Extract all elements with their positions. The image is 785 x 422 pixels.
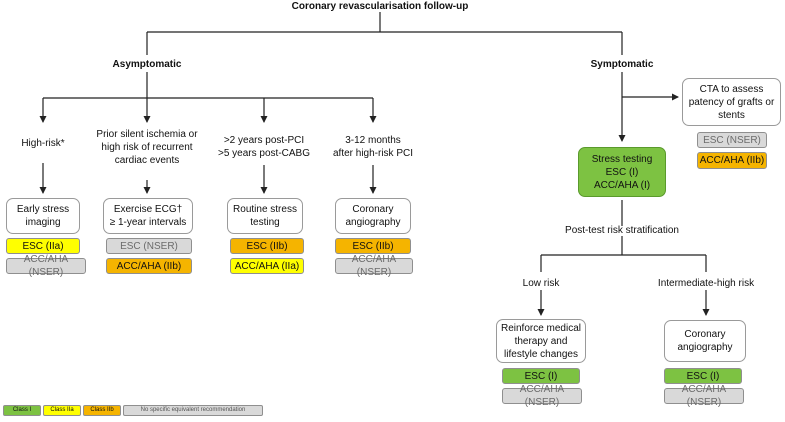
stress-testing-box: Stress testing ESC (I) ACC/AHA (I) — [578, 147, 666, 197]
esc-iib-badge: ESC (IIb) — [335, 238, 411, 254]
acc-aha-nser-badge: ACC/AHA (NSER) — [6, 254, 86, 278]
reinforce-medical-therapy-box: Reinforce medical therapy and lifestyle … — [496, 319, 586, 363]
acc-aha-nser-badge: ACC/AHA (NSER) — [335, 254, 413, 278]
condition-post-pci-cabg: >2 years post-PCI >5 years post-CABG — [218, 135, 310, 159]
early-stress-imaging-box: Early stress imaging — [6, 198, 80, 234]
acc-aha-iib-badge: ACC/AHA (IIb) — [106, 258, 192, 274]
coronary-angiography-box-asym: Coronary angiography — [335, 198, 411, 234]
symptomatic-heading: Symptomatic — [590, 59, 654, 70]
acc-aha-iib-badge: ACC/AHA (IIb) — [697, 152, 767, 169]
legend-no-equivalent: No specific equivalent recommendation — [123, 405, 263, 416]
acc-aha-nser-badge: ACC/AHA (NSER) — [664, 384, 744, 408]
post-test-risk-stratification: Post-test risk stratification — [565, 225, 679, 236]
exercise-ecg-box: Exercise ECG† ≥ 1-year intervals — [103, 198, 193, 234]
routine-stress-testing-box: Routine stress testing — [227, 198, 303, 234]
esc-nser-badge: ESC (NSER) — [697, 132, 767, 148]
legend-class-iia: Class IIa — [43, 405, 81, 416]
coronary-angiography-box-sym: Coronary angiography — [664, 320, 746, 362]
cta-box: CTA to assess patency of grafts or stent… — [682, 78, 781, 126]
legend-class-i: Class I — [3, 405, 41, 416]
esc-iib-badge: ESC (IIb) — [230, 238, 304, 254]
condition-silent-ischemia: Prior silent ischemia or high risk of re… — [96, 129, 198, 166]
esc-nser-badge: ESC (NSER) — [106, 238, 192, 254]
asymptomatic-heading: Asymptomatic — [112, 59, 182, 70]
intermediate-high-risk-label: Intermediate-high risk — [657, 278, 755, 289]
esc-i-badge: ESC (I) — [502, 368, 580, 384]
acc-aha-iia-badge: ACC/AHA (IIa) — [230, 258, 304, 274]
legend-class-iib: Class IIb — [83, 405, 121, 416]
diagram-title: Coronary revascularisation follow-up — [291, 1, 469, 12]
condition-high-risk: High-risk* — [21, 138, 65, 149]
acc-aha-nser-badge: ACC/AHA (NSER) — [502, 384, 582, 408]
esc-i-badge: ESC (I) — [664, 368, 742, 384]
low-risk-label: Low risk — [522, 278, 560, 289]
condition-3-12-months: 3-12 months after high-risk PCI — [332, 135, 414, 159]
esc-iia-badge: ESC (IIa) — [6, 238, 80, 254]
